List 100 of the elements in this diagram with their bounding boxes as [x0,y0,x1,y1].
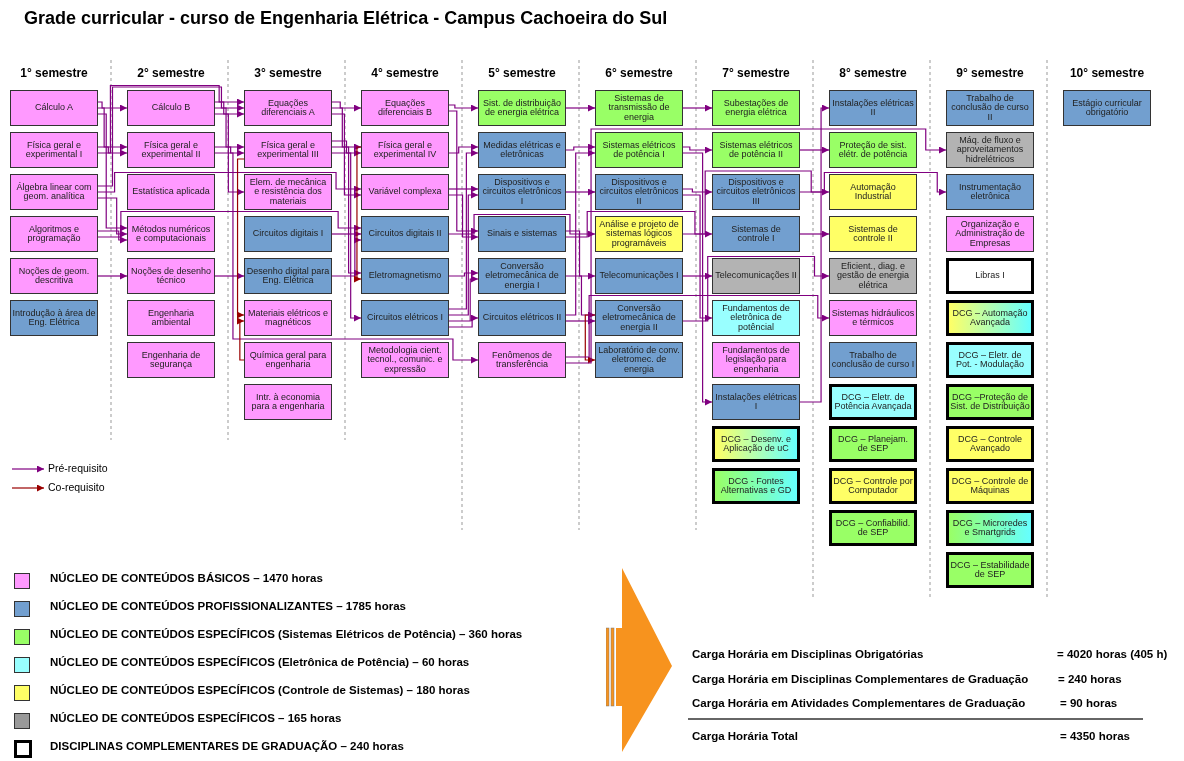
course-box: DCG – Desenv. e Aplicação de uC [712,426,800,462]
hours-label: Carga Horária Total [692,730,798,742]
course-box: Física geral e experimental II [127,132,215,168]
course-box: Trabalho de conclusão de curso II [946,90,1034,126]
course-box: Instalações elétricas II [829,90,917,126]
course-box: Engenharia de segurança [127,342,215,378]
semester-heading: 8° semestre [838,66,908,80]
hours-value: = 90 horas [1060,697,1118,709]
course-box: Métodos numéricos e computacionais [127,216,215,252]
course-box: Dispositivos e circuitos eletrônicos II [595,174,683,210]
course-box: DCG – Estabilidade de SEP [946,552,1034,588]
course-box: Telecomunicações I [595,258,683,294]
course-box: Análise e projeto de sistemas lógicos programáveis [595,216,683,252]
course-box: Fundamentos de legislação para engenharia [712,342,800,378]
legend-label: NÚCLEO DE CONTEÚDOS BÁSICOS – 1470 horas [50,572,323,584]
semester-heading: 9° semestre [955,66,1025,80]
course-box: Trabalho de conclusão de curso I [829,342,917,378]
arrow [682,188,713,196]
course-box: Sist. de distribuição de energia elétrica [478,90,566,126]
course-box: Proteção de sist. elétr. de potência [829,132,917,168]
course-box: DCG –Proteção de Sist. de Distribuição [946,384,1034,420]
arrow [214,152,479,364]
arrow [565,104,596,112]
legend-label: NÚCLEO DE CONTEÚDOS ESPECÍFICOS (Eletrônica de Potência) – 60 horas [50,656,470,668]
arrow [97,197,128,238]
course-box: Eletromagnetismo [361,258,449,294]
arrow [354,146,362,283]
course-box: Telecomunicações II [712,258,800,294]
arrow [565,149,596,316]
legend-label: NÚCLEO DE CONTEÚDOS PROFISSIONALIZANTES – 1785 horas [50,600,406,612]
arrow [448,269,479,277]
arrow [97,146,128,157]
course-box: Sistemas elétricos de potência I [595,132,683,168]
course-box: DCG – Automação Avançada [946,300,1034,336]
hours-value: = 4020 horas (405 h) [1057,648,1168,660]
arrow [448,104,479,112]
course-box: Sistemas hidráulicos e térmicos [829,300,917,336]
arrow [237,317,245,361]
course-box: Intr. à economia para a engenharia [244,384,332,420]
arrow [214,107,245,151]
arrow [97,272,128,280]
course-box: Circuitos digitais II [361,216,449,252]
arrow [97,86,245,187]
arrow [448,149,479,310]
course-box: Física geral e experimental I [10,132,98,168]
arrow [236,158,245,319]
semester-heading: 10° semestre [1068,66,1146,80]
course-box: Instrumentação eletrônica [946,174,1034,210]
course-box: Subestações de energia elétrica [712,90,800,126]
arrow [565,143,596,151]
course-box: Sistemas de controle II [829,216,917,252]
arrow [448,143,479,154]
semester-heading: 2° semestre [136,66,206,80]
arrow [448,213,596,238]
semester-heading: 5° semestre [487,66,557,80]
arrow [565,230,596,280]
course-box: Introdução à área de Eng. Elétrica [10,300,98,336]
arrow [331,230,362,238]
semester-heading: 7° semestre [721,66,791,80]
arrow [448,194,479,241]
course-box: Cálculo A [10,90,98,126]
arrow [682,255,830,322]
arrow [331,101,362,112]
arrow [682,170,830,235]
arrow [448,275,479,322]
legend-label: DISCIPLINAS COMPLEMENTARES DE GRADUAÇÃO – 240 horas [50,740,404,752]
arrow [331,113,362,199]
course-box: Fenômenos de transferência [478,342,566,378]
course-box: Variável complexa [361,174,449,210]
legend-label: NÚCLEO DE CONTEÚDOS ESPECÍFICOS – 165 horas [50,712,342,724]
arrow [331,140,362,157]
hours-label: Carga Horária em Disciplinas Complementares de Graduação [692,673,1029,685]
legend-label: Co-requisito [48,481,105,493]
course-box: Medidas elétricas e eletrônicas [478,132,566,168]
course-box: Automação Industrial [829,174,917,210]
course-box: Instalações elétricas I [712,384,800,420]
semester-heading: 3° semestre [253,66,323,80]
course-box: Fundamentos de eletrônica de potêncial [712,300,800,336]
arrow [331,146,362,277]
course-box: DCG – Eletr. de Potência Avançada [829,384,917,420]
course-box: Organização e Administração de Empresas [946,216,1034,252]
arrow [214,101,245,118]
course-box: Conversão eletromecânica de energia I [478,258,566,294]
course-box: Libras I [946,258,1034,294]
legend-label: NÚCLEO DE CONTEÚDOS ESPECÍFICOS (Sistemas Elétricos de Potência) – 360 horas [50,628,523,640]
course-box: Metodologia cient. tecnol., comunic. e expressão [361,342,449,378]
legend-label: Pré-requisito [48,462,108,474]
hours-value: = 240 horas [1058,673,1122,685]
course-box: DCG – Microredes e Smartgrids [946,510,1034,546]
legend-label: NÚCLEO DE CONTEÚDOS ESPECÍFICOS (Controle de Sistemas) – 180 horas [50,684,470,696]
course-box: DCG – Controle Avançado [946,426,1034,462]
hours-value: = 4350 horas [1060,730,1130,742]
arrow [799,171,947,196]
arrow [682,194,713,322]
title: Grade curricular - curso de Engenharia Elétrica - Campus Cachoeira do Sul [24,8,668,29]
course-box: Sistemas de transmissão de energia [595,90,683,126]
arrow [682,152,713,406]
arrow [448,185,479,193]
arrow [331,152,362,322]
arrow [799,146,830,154]
